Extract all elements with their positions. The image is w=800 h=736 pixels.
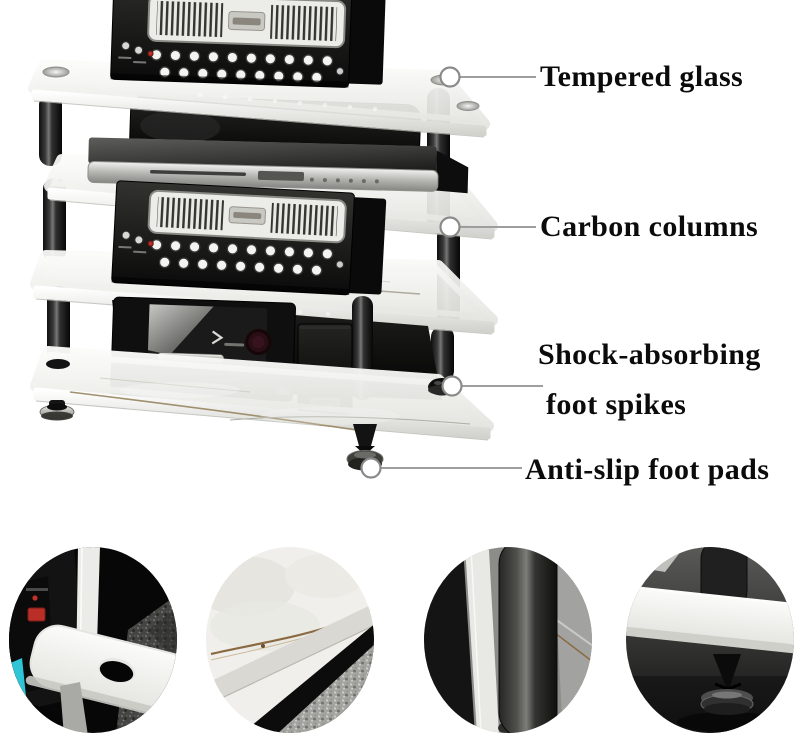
floor-foot-left xyxy=(39,400,75,421)
glass-edge xyxy=(206,604,374,706)
carbon-column xyxy=(498,547,558,733)
cable-hole xyxy=(99,660,134,683)
detail-carbon-column xyxy=(424,547,592,733)
callout-label-anti-slip-foot-pads: Anti-slip foot pads xyxy=(525,453,770,486)
callout-dot-carbon-columns xyxy=(439,216,461,238)
callout-dot-foot-spikes xyxy=(441,375,463,397)
callout-label-line1: Shock-absorbing xyxy=(538,338,761,371)
callout-label-carbon-columns: Carbon columns xyxy=(540,210,759,243)
detail-foot-pad xyxy=(626,547,794,733)
detail-shelf-corner-cable-hole xyxy=(9,547,177,733)
amplifier-head-top xyxy=(110,0,387,88)
callout-label-line2: foot spikes xyxy=(546,388,687,421)
callout-label-shock-absorbing-foot-spikes: Shock-absorbing foot spikes xyxy=(538,330,761,430)
callout-dot-tempered-glass xyxy=(439,66,461,88)
av-stand xyxy=(28,0,498,471)
marble-vein xyxy=(69,391,371,433)
power-led xyxy=(147,50,154,57)
power-button xyxy=(27,607,46,622)
amplifier-head-middle xyxy=(111,180,387,296)
foot-spike xyxy=(713,654,741,692)
detail-marble-vein-glass xyxy=(206,547,374,733)
callout-label-tempered-glass: Tempered glass xyxy=(540,60,744,93)
shelf-corner-cap xyxy=(42,66,70,78)
power-led xyxy=(147,240,154,247)
callout-dot-foot-pads xyxy=(360,457,382,479)
standby-led xyxy=(32,595,38,601)
carbon-column xyxy=(47,286,454,382)
detail-thumbnails xyxy=(9,547,794,733)
shelf-corner-cap xyxy=(456,101,480,111)
marble-vein xyxy=(550,629,592,663)
callout-markers xyxy=(360,66,543,479)
